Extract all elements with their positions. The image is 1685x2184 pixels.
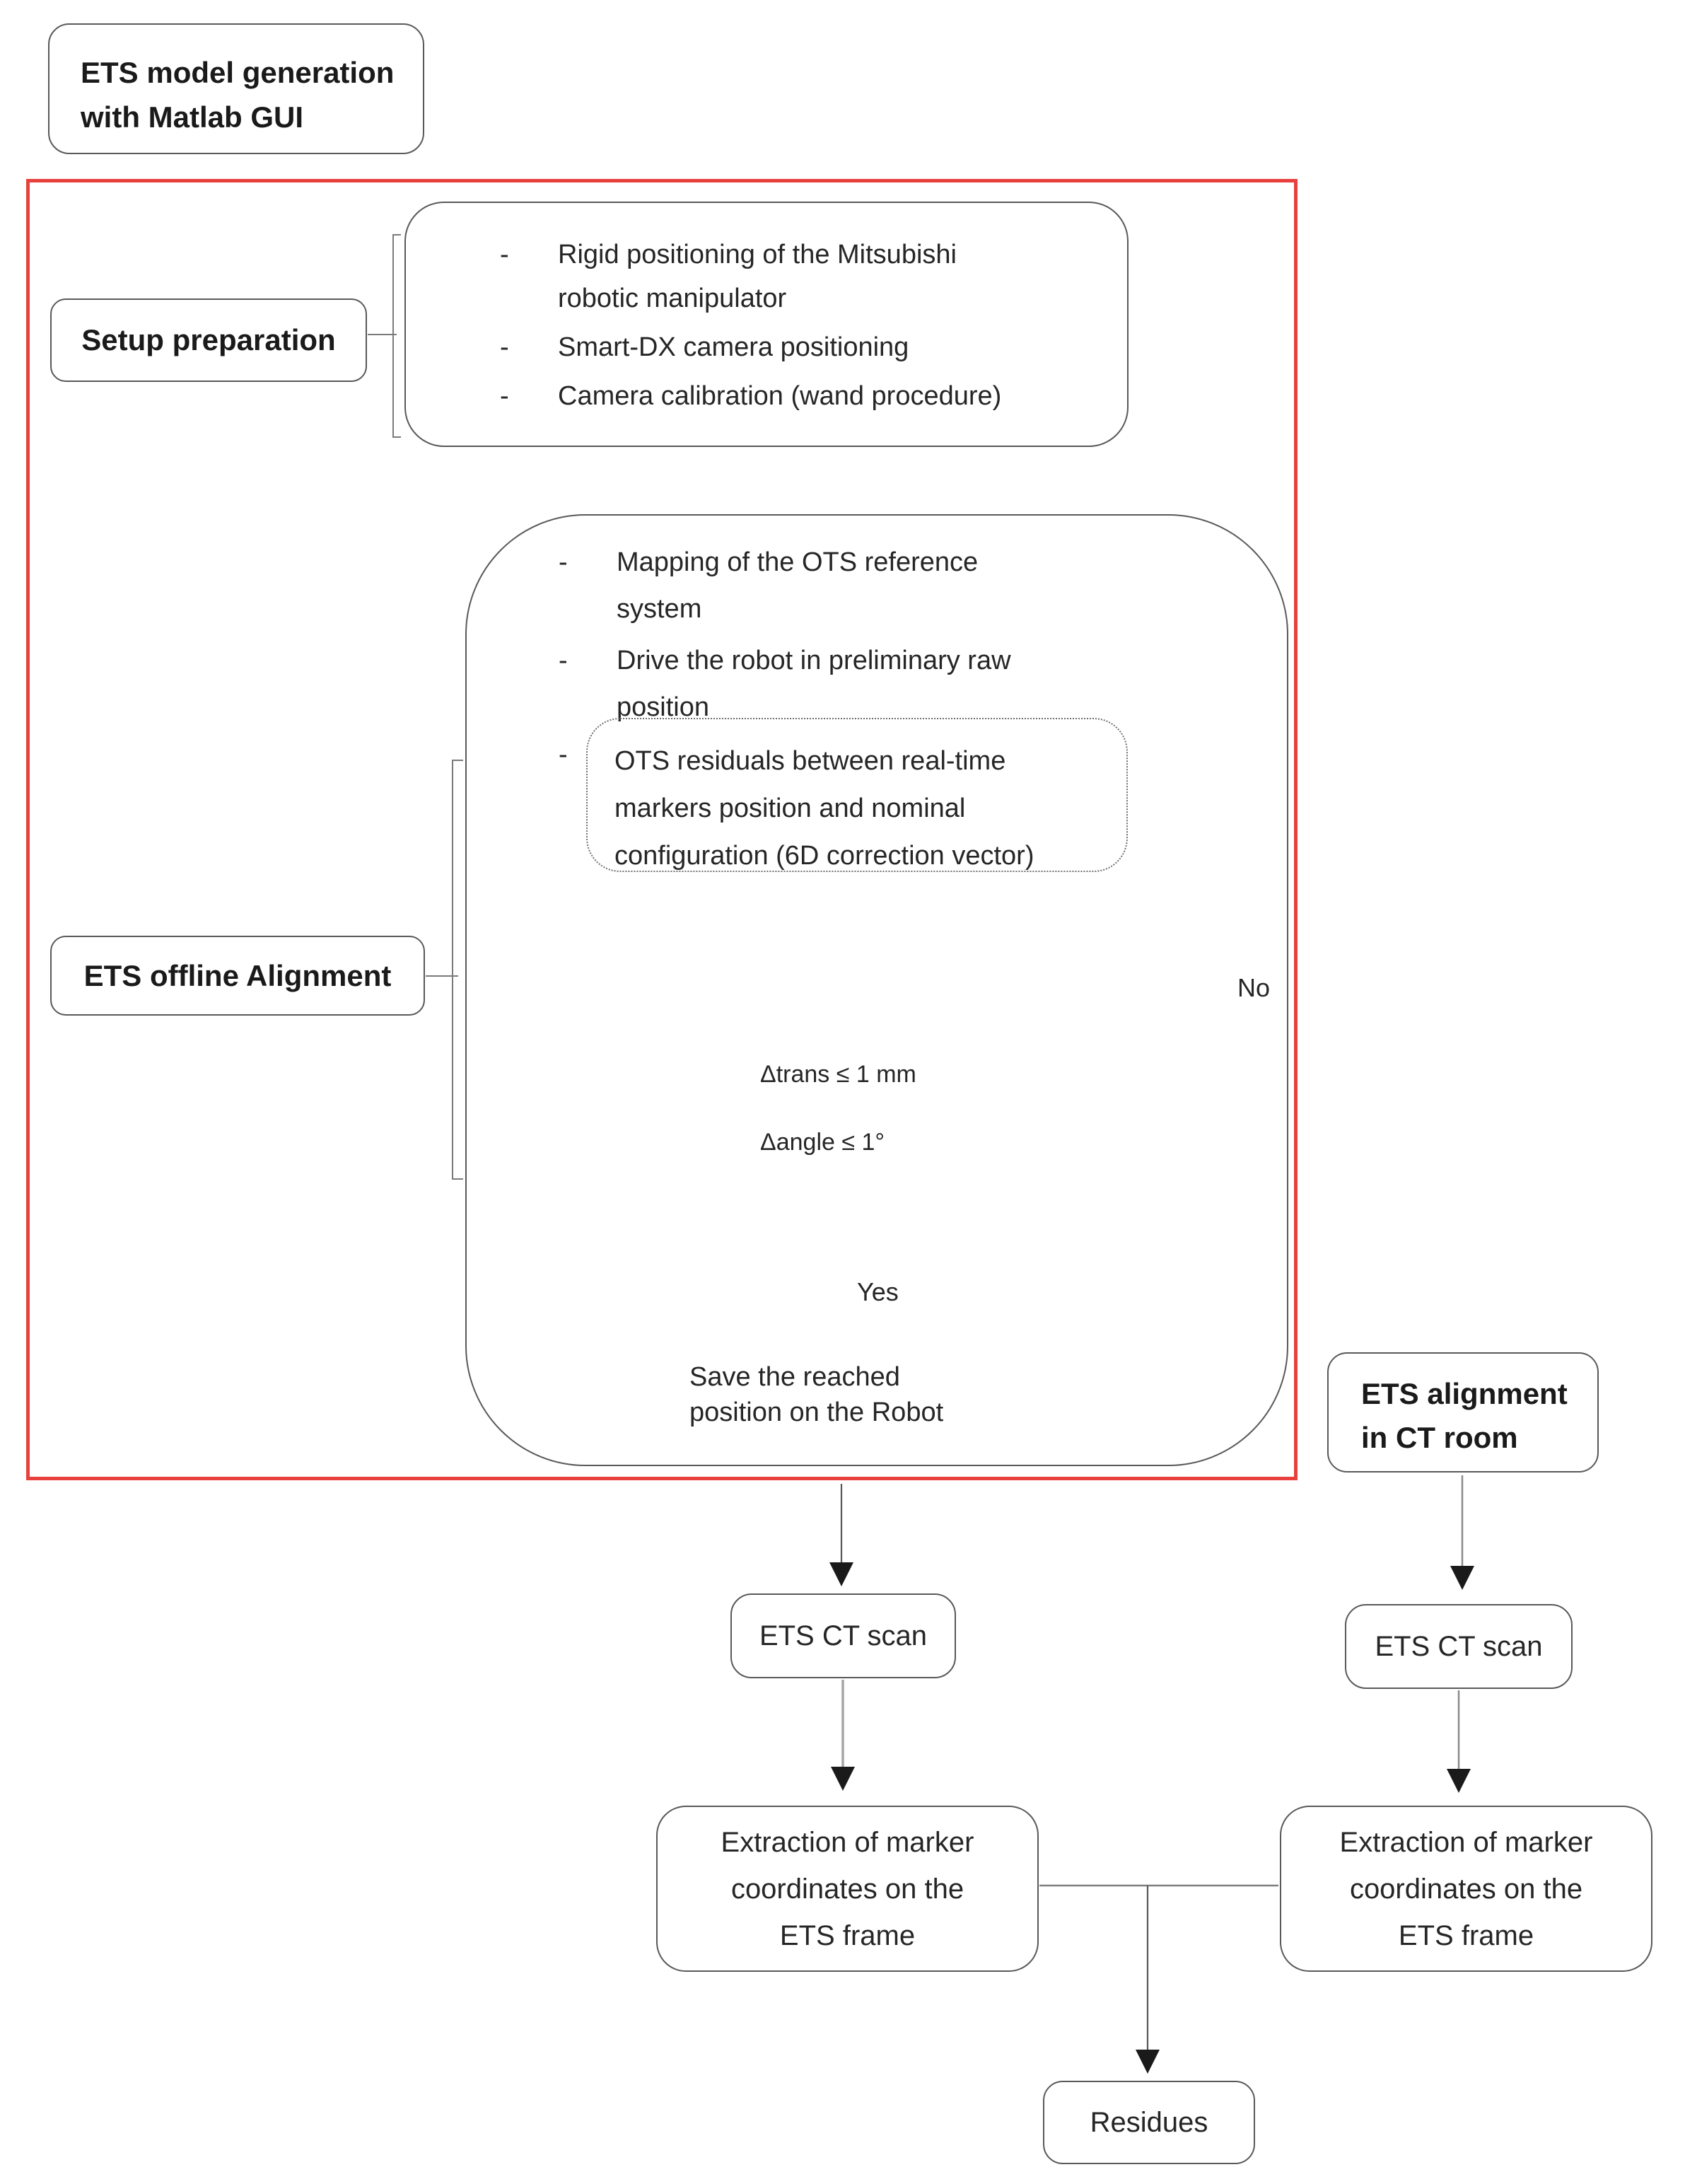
step-item: - Drive the robot in preliminary raw pos… (559, 637, 1110, 731)
setup-label: Setup preparation (81, 323, 336, 356)
step-line: Smart-DX camera positioning (558, 332, 909, 362)
bullet-dash: - (500, 332, 509, 362)
step-line: Camera calibration (wand procedure) (558, 381, 1002, 411)
step-line: position on the Robot (689, 1398, 944, 1427)
extraction-line: coordinates on the (1349, 1873, 1583, 1905)
extraction-line: coordinates on the (730, 1873, 964, 1905)
arrowhead-down-icon (1136, 2050, 1160, 2074)
ct-alignment-line: ETS alignment (1361, 1377, 1568, 1410)
extraction-left-box: Extraction of marker coordinates on the … (656, 1806, 1039, 1972)
setup-label-box: Setup preparation (50, 298, 367, 382)
title-line: with Matlab GUI (81, 100, 303, 134)
offline-section-frame (26, 179, 1298, 1480)
extraction-line: Extraction of marker (1339, 1826, 1593, 1858)
step-item: - Mapping of the OTS reference system (559, 539, 1110, 632)
title-box: ETS model generation with Matlab GUI (48, 23, 424, 154)
step-line: Mapping of the OTS reference (617, 547, 979, 577)
offline-label-box: ETS offline Alignment (50, 936, 425, 1016)
extraction-line: ETS frame (1398, 1919, 1534, 1951)
ct-scan-left-box: ETS CT scan (730, 1593, 956, 1678)
ct-alignment-line: in CT room (1361, 1421, 1518, 1454)
step-text: Mapping of the OTS reference system (617, 539, 978, 632)
decision-condition-trans: Δtrans ≤ 1 mm (760, 1061, 916, 1088)
offline-label: ETS offline Alignment (83, 958, 392, 992)
step-item: - Smart-DX camera positioning (500, 325, 1127, 369)
extraction-right-box: Extraction of marker coordinates on the … (1280, 1806, 1652, 1972)
step-item: - Camera calibration (wand procedure) (500, 374, 1127, 418)
yes-label: Yes (857, 1277, 899, 1306)
step-line: configuration (6D correction vector) (614, 841, 1034, 871)
offline-bracket (452, 760, 463, 1180)
arrowhead-down-icon (1447, 1769, 1471, 1793)
ct-scan-label: ETS CT scan (759, 1620, 928, 1651)
arrowhead-down-icon (831, 1767, 855, 1791)
residues-box: Residues (1043, 2081, 1255, 2164)
offline-steps: - Mapping of the OTS reference system - … (559, 539, 1110, 736)
ct-scan-label: ETS CT scan (1375, 1630, 1543, 1662)
step-text: Smart-DX camera positioning (558, 325, 909, 369)
arrowhead-down-icon (829, 1562, 853, 1586)
step-line: system (617, 594, 702, 624)
step-line: Drive the robot in preliminary raw (617, 646, 1011, 675)
ct-scan-right-box: ETS CT scan (1345, 1604, 1573, 1689)
step-line: robotic manipulator (558, 284, 787, 313)
bullet-dash: - (559, 646, 568, 675)
bullet-dash: - (559, 740, 568, 769)
title-line: ETS model generation (81, 56, 395, 89)
arrowhead-down-icon (1450, 1566, 1474, 1590)
step-line: OTS residuals between real-time (614, 746, 1006, 776)
ct-alignment-box: ETS alignment in CT room (1327, 1352, 1599, 1473)
step-text: Rigid positioning of the Mitsubishi robo… (558, 233, 957, 320)
step-line: Save the reached (689, 1362, 900, 1392)
setup-steps-box: - Rigid positioning of the Mitsubishi ro… (404, 202, 1129, 447)
offline-container (465, 514, 1288, 1466)
step-text: Camera calibration (wand procedure) (558, 374, 1001, 418)
no-label: No (1237, 973, 1271, 1002)
residues-label: Residues (1090, 2106, 1208, 2138)
extraction-line: ETS frame (779, 1919, 916, 1951)
step-line: position (617, 692, 709, 722)
bullet-dash: - (500, 381, 509, 411)
decision-condition-angle: Δangle ≤ 1° (760, 1129, 885, 1156)
residuals-dotted-box: OTS residuals between real-time markers … (586, 718, 1128, 872)
setup-bracket (392, 234, 401, 438)
step-item: - Rigid positioning of the Mitsubishi ro… (500, 233, 1127, 320)
extraction-line: Extraction of marker (721, 1826, 974, 1858)
step-text: Drive the robot in preliminary raw posit… (617, 637, 1011, 731)
bullet-dash: - (559, 547, 568, 577)
step-line: markers position and nominal (614, 794, 966, 823)
save-step-text: Save the reached position on the Robot (689, 1359, 943, 1430)
bullet-dash: - (500, 240, 509, 269)
step-line: Rigid positioning of the Mitsubishi (558, 240, 957, 269)
